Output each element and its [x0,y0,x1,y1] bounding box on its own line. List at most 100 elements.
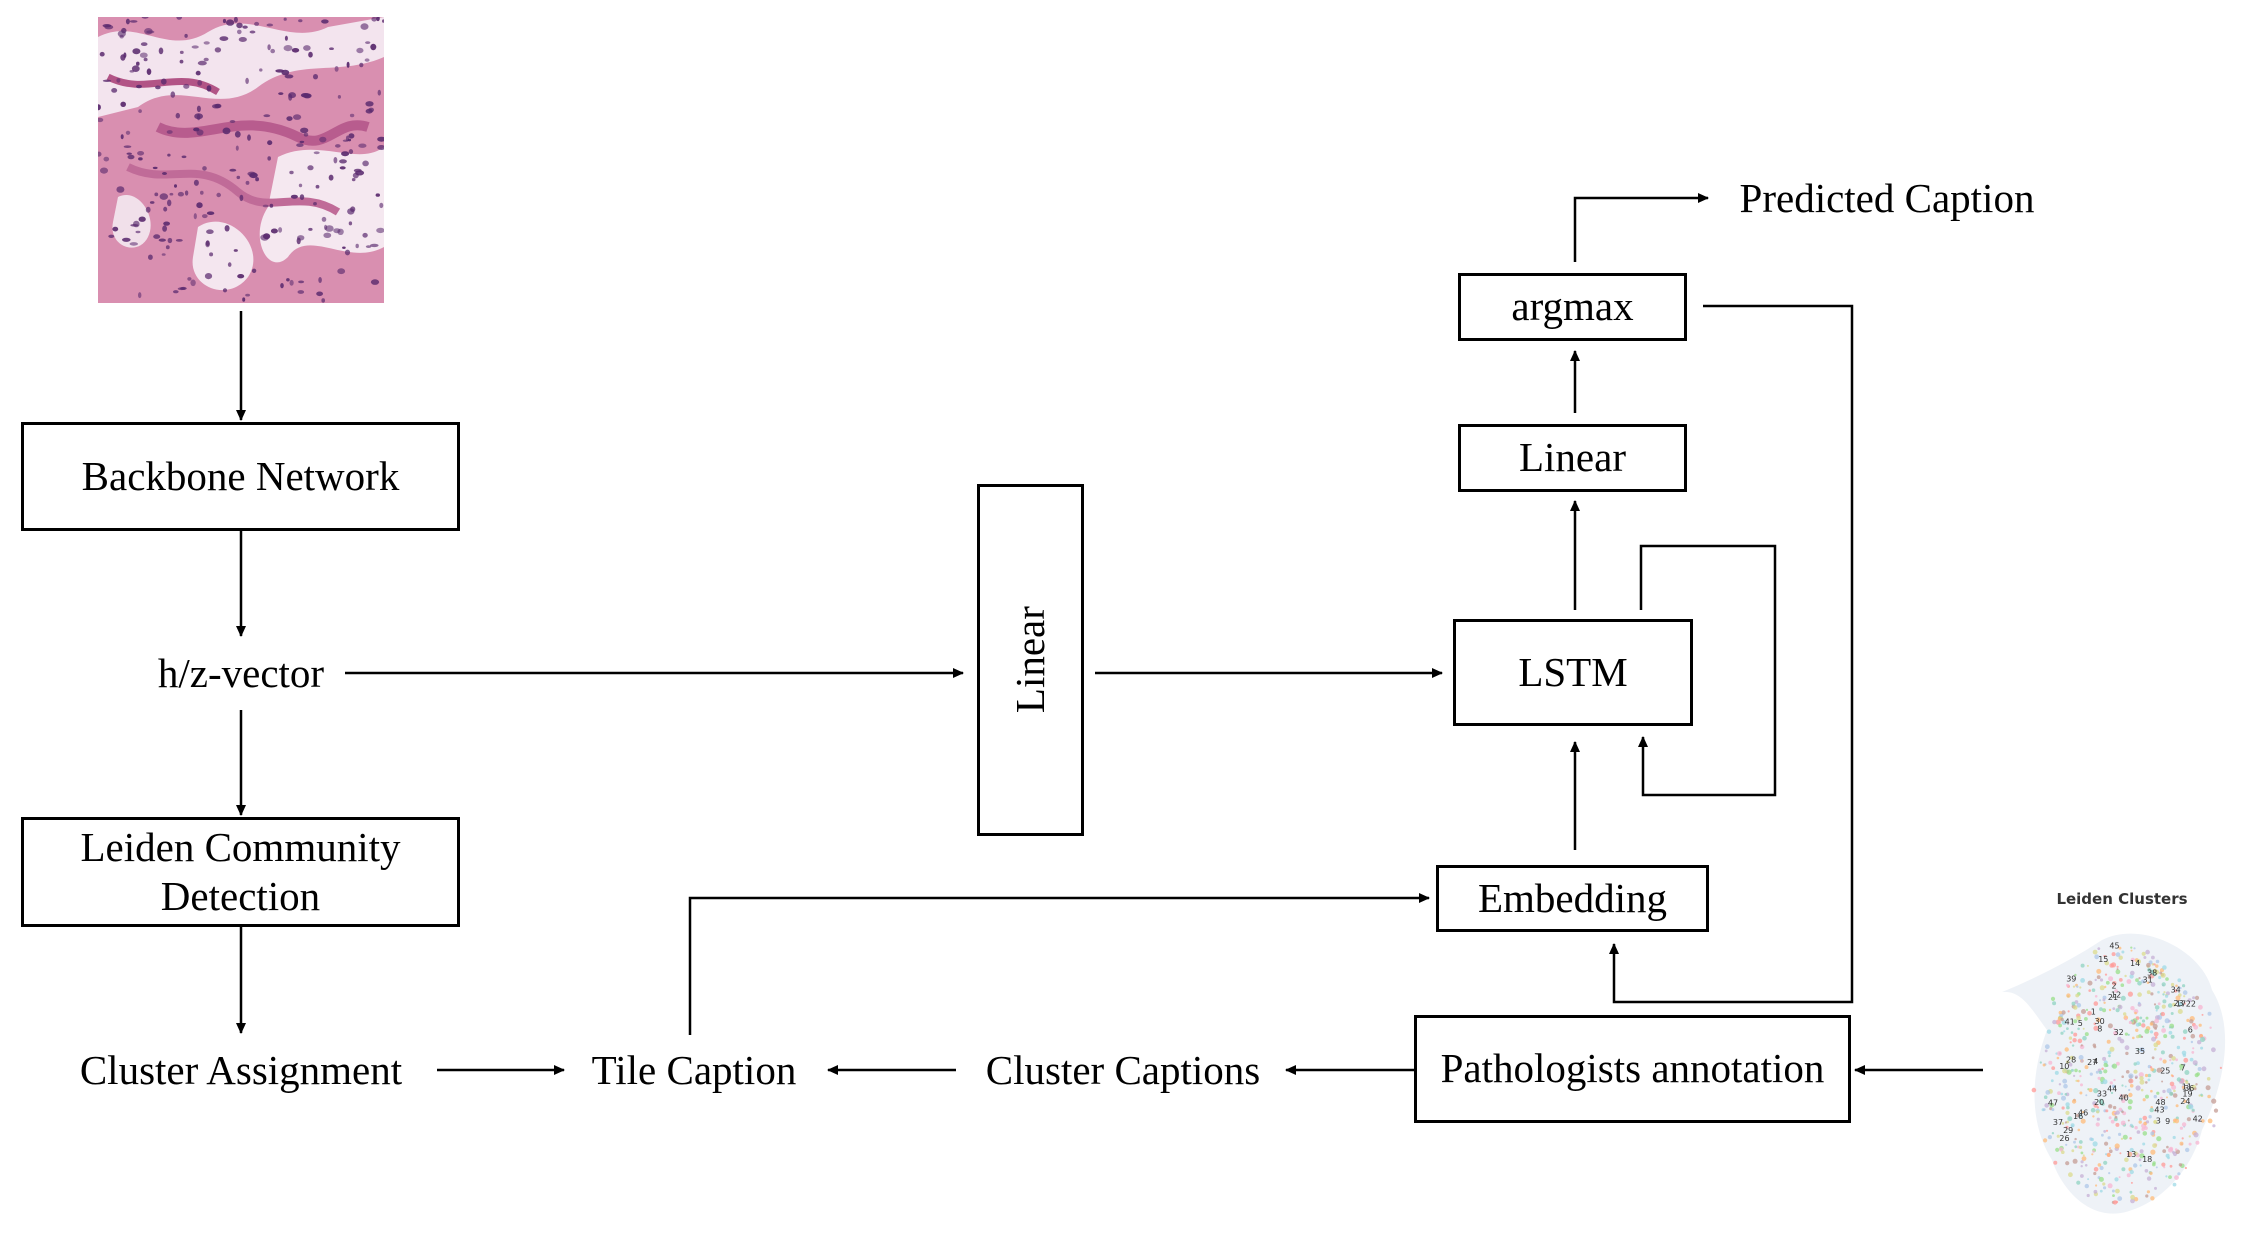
tissue-nucleus [266,23,274,27]
umap-point [2061,1122,2065,1125]
umap-point [2182,1036,2186,1040]
tissue-nucleus [370,43,377,51]
umap-point [2142,1142,2146,1146]
tissue-nucleus [162,172,167,175]
tissue-nucleus [175,112,180,119]
leiden-clusters-umap: Leiden Clusters 464842818146421711191343… [2002,890,2226,1214]
umap-point [2128,1073,2134,1079]
umap-point [2164,1018,2170,1024]
umap-point [2077,1128,2081,1132]
tissue-nucleus [348,149,354,155]
umap-point [2066,1105,2070,1110]
umap-point [2080,1083,2083,1087]
umap-cluster-id: 17 [2176,1000,2186,1009]
umap-point [2087,1011,2092,1016]
tissue-nucleus [161,78,167,85]
tissue-nucleus [242,25,248,29]
umap-point [2172,1002,2176,1007]
umap-point [2121,1099,2126,1103]
umap-point [2091,1153,2094,1156]
umap-point [2096,1110,2100,1114]
umap-point [2129,1084,2134,1088]
tissue-nucleus [356,47,364,54]
umap-point [2145,1194,2149,1198]
umap-point [2080,1044,2083,1047]
umap-point [2068,1062,2073,1067]
umap-point [2153,1003,2157,1006]
umap-point [2139,1016,2143,1020]
tissue-nucleus [315,184,320,189]
umap-point [2061,1150,2065,1154]
umap-point [2157,1002,2161,1006]
umap-point [2184,1070,2190,1075]
umap-point [2058,1010,2062,1015]
umap-point [2206,1077,2211,1081]
umap-cluster-id: 40 [2119,1094,2129,1103]
umap-point [2128,1092,2133,1098]
umap-cluster-id: 41 [2065,1017,2075,1026]
umap-point [2075,993,2080,998]
umap-point [2071,1149,2075,1153]
umap-point [2082,1027,2085,1030]
umap-point [2184,1166,2187,1170]
umap-point [2177,1172,2181,1176]
umap-point [2073,1032,2078,1037]
umap-point [2051,1132,2055,1135]
umap-point [2064,1047,2069,1052]
umap-point [2183,995,2186,998]
umap-point [2072,1158,2078,1164]
cluster-assignment-label: Cluster Assignment [79,1047,403,1093]
umap-cluster-id: 26 [2059,1134,2069,1143]
tissue-nucleus [298,183,303,188]
umap-point [2141,951,2146,956]
tissue-nucleus [184,33,188,38]
tissue-nucleus [233,249,238,252]
tissue-nucleus [200,190,204,195]
umap-point [2102,1079,2108,1085]
umap-point [2078,1145,2083,1149]
umap-point [2179,1063,2184,1069]
umap-point [2084,1017,2088,1021]
tissue-nucleus [173,290,179,294]
umap-point [2137,1048,2140,1051]
tissue-nucleus [197,60,207,66]
tissue-nucleus [236,175,241,180]
tissue-nucleus [206,211,215,215]
tissue-nucleus [98,104,101,111]
umap-point [2099,999,2102,1002]
umap-point [2044,1044,2050,1050]
umap-point [2144,1028,2150,1034]
tissue-nucleus [102,79,112,82]
tissue-nucleus [209,252,214,257]
tissue-nucleus [321,298,325,303]
umap-point [2163,1105,2168,1110]
umap-point [2169,1091,2174,1096]
umap-point [2177,1009,2183,1014]
umap-point [2162,1149,2167,1153]
umap-point [2074,1137,2077,1141]
tissue-nucleus [308,227,313,231]
umap-point [2185,1080,2189,1084]
umap-point [2213,1108,2219,1113]
umap-point [2175,984,2178,988]
umap-point [2153,963,2156,966]
tissue-nucleus [377,136,384,142]
umap-point [2062,1068,2068,1074]
tissue-nucleus [236,22,243,29]
umap-point [2133,1163,2138,1168]
tissue-nucleus [269,203,274,208]
umap-cluster-id: 4 [2093,1057,2098,1066]
tissue-nucleus [229,120,236,123]
umap-point [2095,1070,2099,1074]
umap-point [2087,1178,2090,1181]
tissue-nucleus [313,151,320,155]
umap-point [2071,1001,2076,1006]
umap-point [2118,955,2123,960]
umap-point [2093,1025,2099,1031]
linear-vertical-box: Linear [977,484,1084,836]
tissue-nucleus [379,202,384,209]
tissue-nucleus [129,20,138,23]
umap-point [2212,1124,2216,1128]
umap-point [2145,1120,2150,1124]
umap-point [2134,1151,2138,1156]
